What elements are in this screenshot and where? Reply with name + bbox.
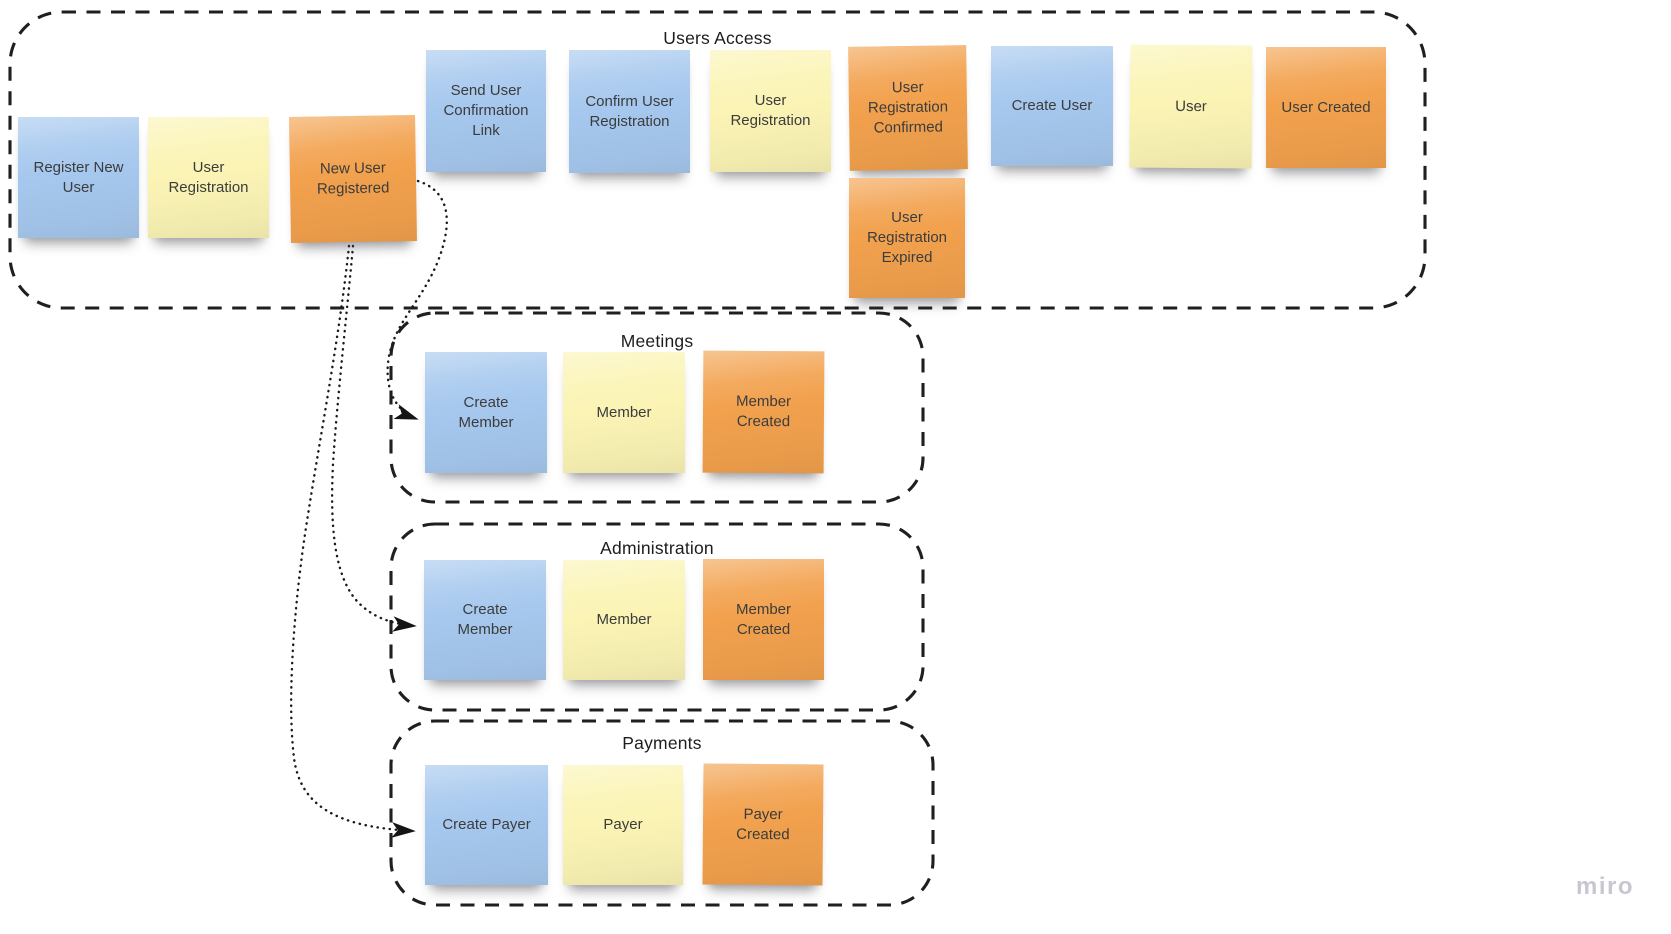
- sticky-note-label: Member: [596, 403, 652, 421]
- sticky-note-confirm-user-registration[interactable]: Confirm User Registration: [569, 50, 690, 173]
- sticky-note-label: Create Member: [458, 393, 514, 431]
- sticky-note-create-user[interactable]: Create User: [991, 46, 1113, 166]
- sticky-note-label: Payer: [603, 816, 643, 834]
- sticky-note-label: Confirm User Registration: [585, 92, 674, 130]
- sticky-note-administration-create-member[interactable]: Create Member: [424, 560, 546, 680]
- sticky-note-user-registration[interactable]: User Registration: [148, 117, 269, 238]
- sticky-note-label: Create User: [1011, 97, 1093, 115]
- sticky-note-label: User Created: [1281, 98, 1371, 116]
- sticky-note-meetings-member[interactable]: Member: [563, 352, 685, 473]
- sticky-note-label: Register New User: [33, 158, 124, 196]
- sticky-note-label: User Registration: [168, 158, 249, 196]
- sticky-note-label: Member: [596, 611, 652, 629]
- sticky-note-label: User: [1175, 97, 1207, 115]
- group-title-administration[interactable]: Administration: [600, 538, 714, 558]
- group-title-meetings[interactable]: Meetings: [620, 331, 694, 351]
- miro-logo-watermark: miro: [1575, 873, 1634, 900]
- sticky-note-meetings-create-member[interactable]: Create Member: [425, 352, 547, 473]
- sticky-note-label: User Registration: [730, 92, 811, 129]
- sticky-note-register-new-user[interactable]: Register New User: [18, 117, 139, 238]
- sticky-note-user-created[interactable]: User Created: [1266, 47, 1386, 168]
- sticky-note-label: Member Created: [735, 393, 792, 431]
- sticky-note-administration-member[interactable]: Member: [563, 560, 685, 680]
- sticky-note-label: Create Member: [457, 601, 513, 638]
- sticky-note-meetings-member-created[interactable]: Member Created: [702, 350, 825, 474]
- sticky-note-user-registration-expired[interactable]: User Registration Expired: [849, 178, 965, 298]
- sticky-note-send-user-confirmation-link[interactable]: Send User Confirmation Link: [426, 50, 546, 172]
- sticky-note-label: Payer Created: [736, 805, 790, 843]
- sticky-note-payments-create-payer[interactable]: Create Payer: [425, 765, 548, 885]
- group-title-payments[interactable]: Payments: [622, 733, 702, 753]
- sticky-note-user-registration-confirmed[interactable]: User Registration Confirmed: [848, 45, 968, 171]
- sticky-note-administration-member-created[interactable]: Member Created: [703, 559, 824, 680]
- sticky-note-user-registration-2[interactable]: User Registration: [710, 50, 831, 172]
- sticky-note-label: User Registration Confirmed: [867, 79, 949, 137]
- sticky-note-label: Member Created: [735, 600, 791, 638]
- sticky-note-label: Send User Confirmation Link: [443, 82, 529, 139]
- sticky-note-label: User Registration Expired: [866, 209, 948, 266]
- sticky-note-payments-payer[interactable]: Payer: [563, 765, 683, 885]
- sticky-note-payments-payer-created[interactable]: Payer Created: [702, 763, 824, 886]
- sticky-note-new-user-registered[interactable]: New User Registered: [289, 115, 417, 243]
- connector-to-administration[interactable]: [330, 244, 417, 632]
- sticky-note-label: New User Registered: [316, 159, 390, 198]
- sticky-note-user[interactable]: User: [1129, 44, 1253, 169]
- sticky-note-label: Create Payer: [442, 816, 531, 834]
- group-title-users-access[interactable]: Users Access: [663, 28, 772, 48]
